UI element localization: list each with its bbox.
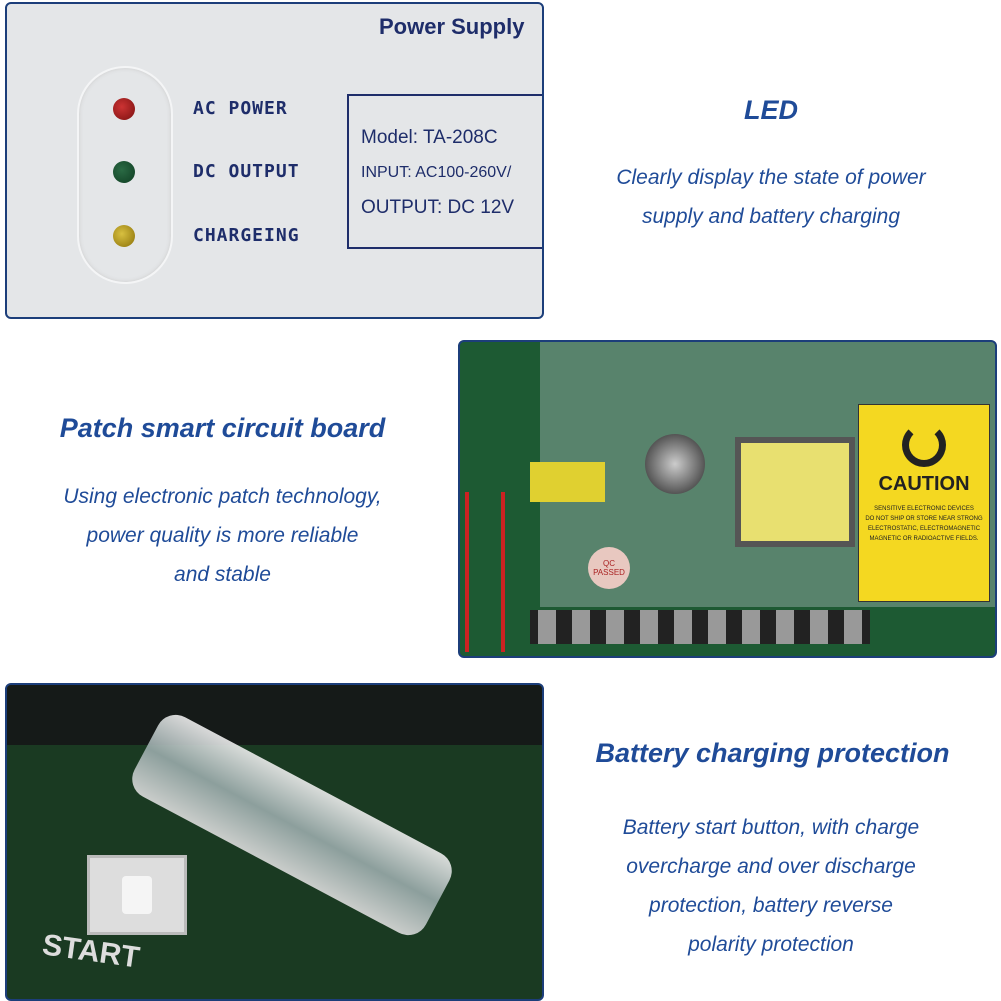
text-line: MAGNETIC OR RADIOACTIVE FIELDS.: [869, 536, 979, 542]
text-line: SENSITIVE ELECTRONIC DEVICES: [874, 506, 974, 512]
caution-title: CAUTION: [878, 473, 970, 495]
qc-sticker: QC PASSED: [588, 547, 630, 589]
circuit-board-photo: QC PASSED CAUTION SENSITIVE ELECTRONIC D…: [458, 340, 997, 658]
spec-output: OUTPUT: DC 12V: [361, 197, 515, 218]
charging-led-icon: [113, 225, 135, 247]
text-line: Using electronic patch technology,: [63, 485, 382, 508]
dark-casing: [7, 685, 542, 745]
indicator-label: CHARGEING: [193, 225, 300, 246]
text-line: polarity protection: [688, 933, 854, 956]
fuse-photo: START: [5, 683, 544, 1001]
led-panel-photo: Power Supply AC POWER DC OUTPUT CHARGEIN…: [5, 2, 544, 319]
red-wires: [465, 492, 505, 652]
spec-box: Model: TA-208C INPUT: AC100-260V/ OUTPUT…: [347, 94, 542, 249]
led-description: Clearly display the state of power suppl…: [560, 158, 982, 236]
battery-heading: Battery charging protection: [595, 738, 950, 768]
terminal-block: [530, 610, 870, 644]
text-line: supply and battery charging: [642, 205, 900, 228]
capacitor: [645, 434, 705, 494]
button-cap: [122, 876, 152, 914]
indicator-label: DC OUTPUT: [193, 161, 300, 182]
brand-text: Power Supply: [379, 14, 525, 39]
ac-power-led-icon: [113, 98, 135, 120]
text-line: ELECTROSTATIC, ELECTROMAGNETIC: [867, 526, 981, 532]
text-line: and stable: [174, 563, 271, 586]
caution-label: CAUTION SENSITIVE ELECTRONIC DEVICES DO …: [858, 404, 990, 602]
text-line: Battery start button, with charge: [622, 816, 920, 839]
spec-input: INPUT: AC100-260V/: [361, 164, 512, 181]
led-heading: LED: [744, 95, 798, 125]
esd-icon: [902, 423, 946, 467]
text-line: Clearly display the state of power: [616, 166, 926, 189]
circuit-board-heading: Patch smart circuit board: [59, 413, 386, 443]
yellow-block: [530, 462, 605, 502]
caution-text: SENSITIVE ELECTRONIC DEVICES DO NOT SHIP…: [859, 504, 989, 544]
transformer: [735, 437, 855, 547]
indicator-label: AC POWER: [193, 98, 288, 119]
text-line: overcharge and over discharge: [626, 855, 916, 878]
text-line: protection, battery reverse: [649, 894, 893, 917]
circuit-board-description: Using electronic patch technology, power…: [10, 477, 435, 594]
spec-model: Model: TA-208C: [361, 127, 498, 148]
start-label: START: [40, 928, 142, 975]
text-line: power quality is more reliable: [86, 524, 359, 547]
led-housing: [77, 66, 173, 284]
start-button: [87, 855, 187, 935]
text-line: DO NOT SHIP OR STORE NEAR STRONG: [865, 516, 983, 522]
dc-output-led-icon: [113, 161, 135, 183]
battery-description: Battery start button, with charge overch…: [560, 808, 982, 964]
